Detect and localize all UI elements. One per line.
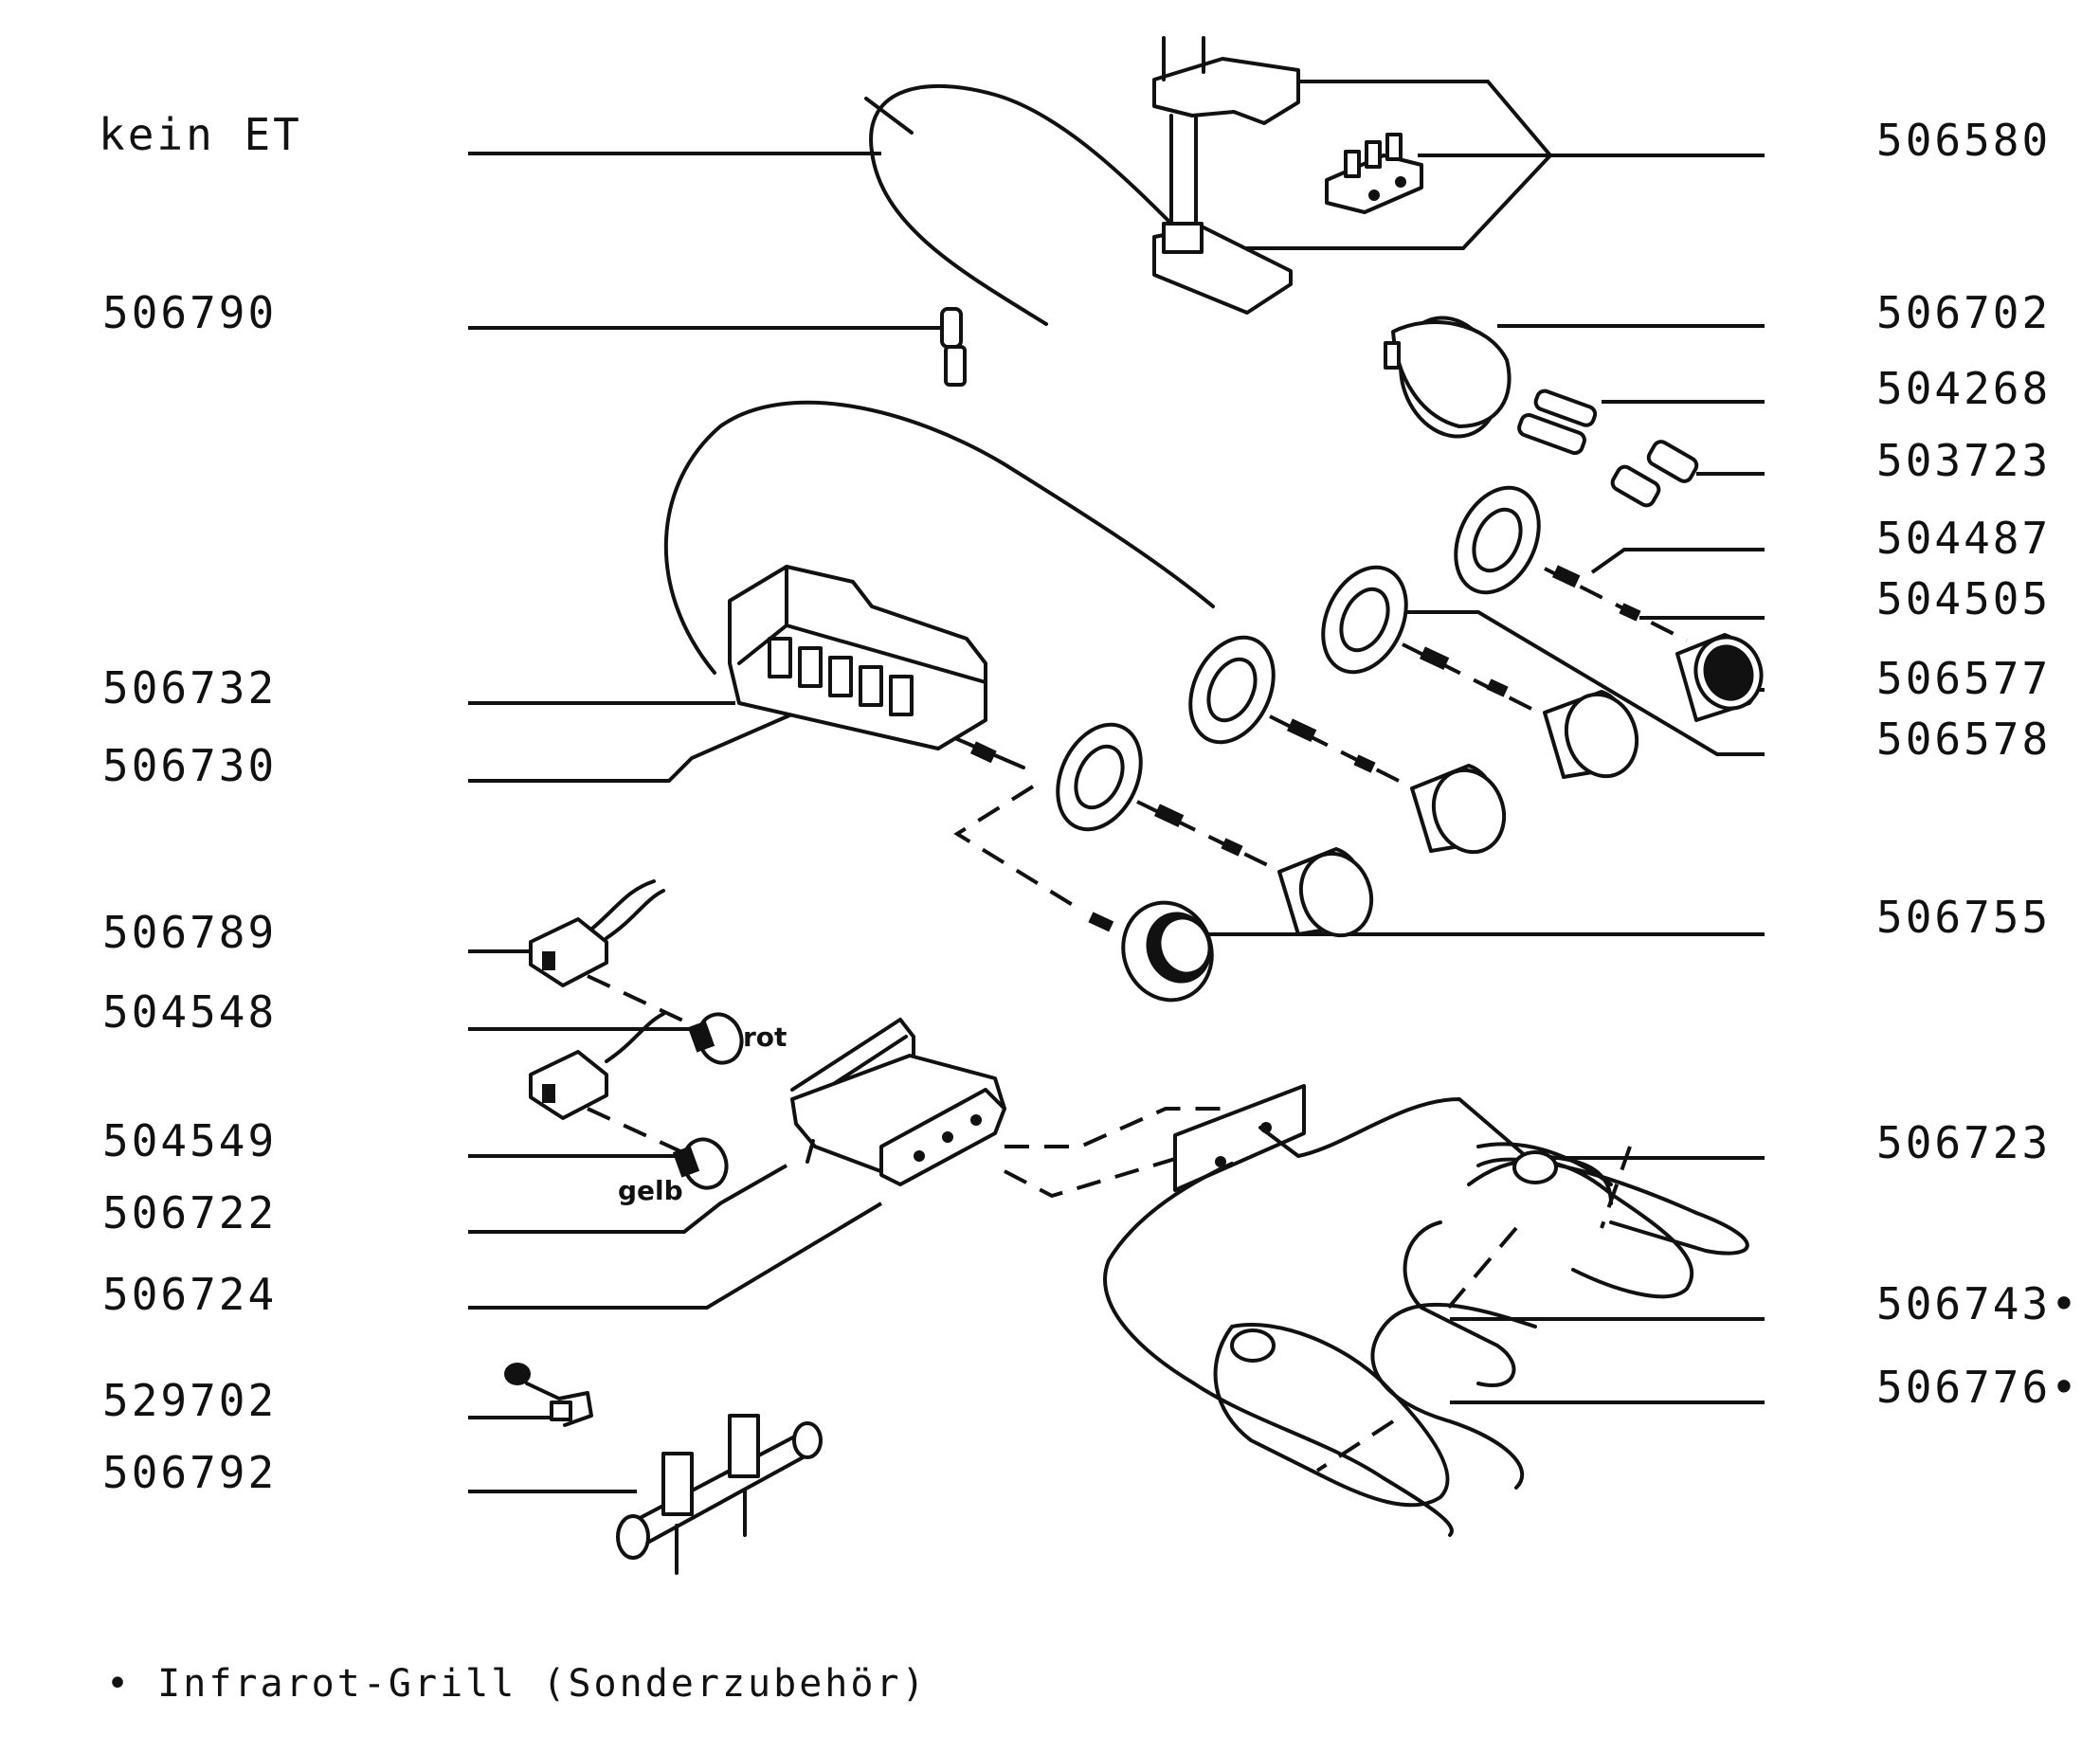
screw-503723 [1646, 440, 1699, 483]
lamp-holders: rot gelb [529, 879, 787, 1206]
tag-red: rot [743, 1021, 787, 1053]
leader-506578 [1406, 610, 1765, 756]
label-506790: 506790 [102, 287, 277, 338]
switch-assembly-506580 [1152, 36, 1423, 315]
knob-2 [1564, 692, 1639, 779]
clip-506790 [940, 307, 967, 387]
label-506578: 506578 [1876, 714, 2051, 765]
grill-bracket-lower [1230, 1328, 1276, 1363]
leader-lines-right [1204, 80, 1765, 1404]
fuse-504268 [1533, 389, 1598, 427]
knob-4 [1298, 851, 1374, 938]
switch-body [728, 565, 987, 750]
label-506730: 506730 [102, 740, 277, 791]
grill-assembly [1103, 1084, 1749, 1537]
leader-506730 [468, 711, 797, 783]
label-506792: 506792 [102, 1447, 277, 1498]
leader-504487 [1590, 548, 1765, 574]
knob-set-2 [1321, 565, 1639, 779]
grill-bracket-upper [1512, 1150, 1558, 1184]
tag-yellow: gelb [618, 1175, 683, 1206]
indicator-506702 [1384, 316, 1512, 439]
clip-529702 [504, 1363, 593, 1427]
capillary-tube-top [869, 83, 1177, 326]
right-labels: 506580 506702 504268 503723 504487 50450… [1876, 115, 2080, 1413]
label-504268: 504268 [1876, 363, 2051, 414]
knob-506755 [953, 785, 1214, 1003]
label-506577: 506577 [1876, 653, 2051, 704]
capillary-clip-top [864, 97, 914, 135]
label-504549: 504549 [102, 1115, 277, 1166]
selector-switch-506732 [664, 400, 1215, 769]
label-504505: 504505 [1876, 573, 2051, 624]
leader-506724 [468, 1202, 883, 1310]
terminal-block-506722 [790, 1018, 1222, 1199]
leader-lines-left [468, 152, 951, 1493]
terminal-strip-506792 [616, 1414, 823, 1575]
label-506789: 506789 [102, 907, 277, 958]
knob-506577 [1675, 633, 1764, 722]
label-506743: 506743• [1876, 1278, 2080, 1329]
label-504548: 504548 [102, 986, 277, 1038]
knob-set-upper [1454, 485, 1764, 722]
grill-element-upper [1258, 1097, 1613, 1205]
label-506580: 506580 [1876, 115, 2051, 166]
knob-set-4 [1056, 722, 1374, 938]
knob-set-3 [1188, 635, 1507, 855]
grill-element-outer [1103, 1162, 1454, 1537]
label-506723: 506723 [1876, 1117, 2051, 1168]
grill-plate-506723 [1173, 1084, 1306, 1192]
left-labels: kein ET 506790 506732 506730 506789 5045… [99, 109, 302, 1498]
label-506755: 506755 [1876, 892, 2051, 943]
capillary-tube-main [664, 400, 1215, 675]
label-529702: 529702 [102, 1375, 277, 1426]
switch-housing-top [1152, 57, 1300, 125]
label-506732: 506732 [102, 662, 277, 714]
label-506776: 506776• [1876, 1362, 2080, 1413]
grill-loop-lower [1213, 1323, 1450, 1508]
terminal-block-icon [1325, 133, 1423, 214]
label-503723: 503723 [1876, 435, 2051, 486]
bracket-handle [790, 1018, 915, 1092]
leader-506580-a [1298, 80, 1765, 157]
label-504487: 504487 [1876, 513, 2051, 564]
label-506724: 506724 [102, 1269, 277, 1320]
label-kein-et: kein ET [99, 109, 302, 160]
knob-3 [1431, 768, 1507, 855]
fuse-and-screws [1517, 389, 1699, 508]
label-506702: 506702 [1876, 287, 2051, 338]
spring-504505 [1619, 603, 1641, 622]
leader-506722 [468, 1164, 788, 1234]
footnote: • Infrarot-Grill (Sonderzubehör) [106, 1662, 928, 1706]
leader-506580-c [1232, 154, 1552, 250]
capillary-loop-top [864, 83, 1177, 326]
label-506722: 506722 [102, 1187, 277, 1238]
